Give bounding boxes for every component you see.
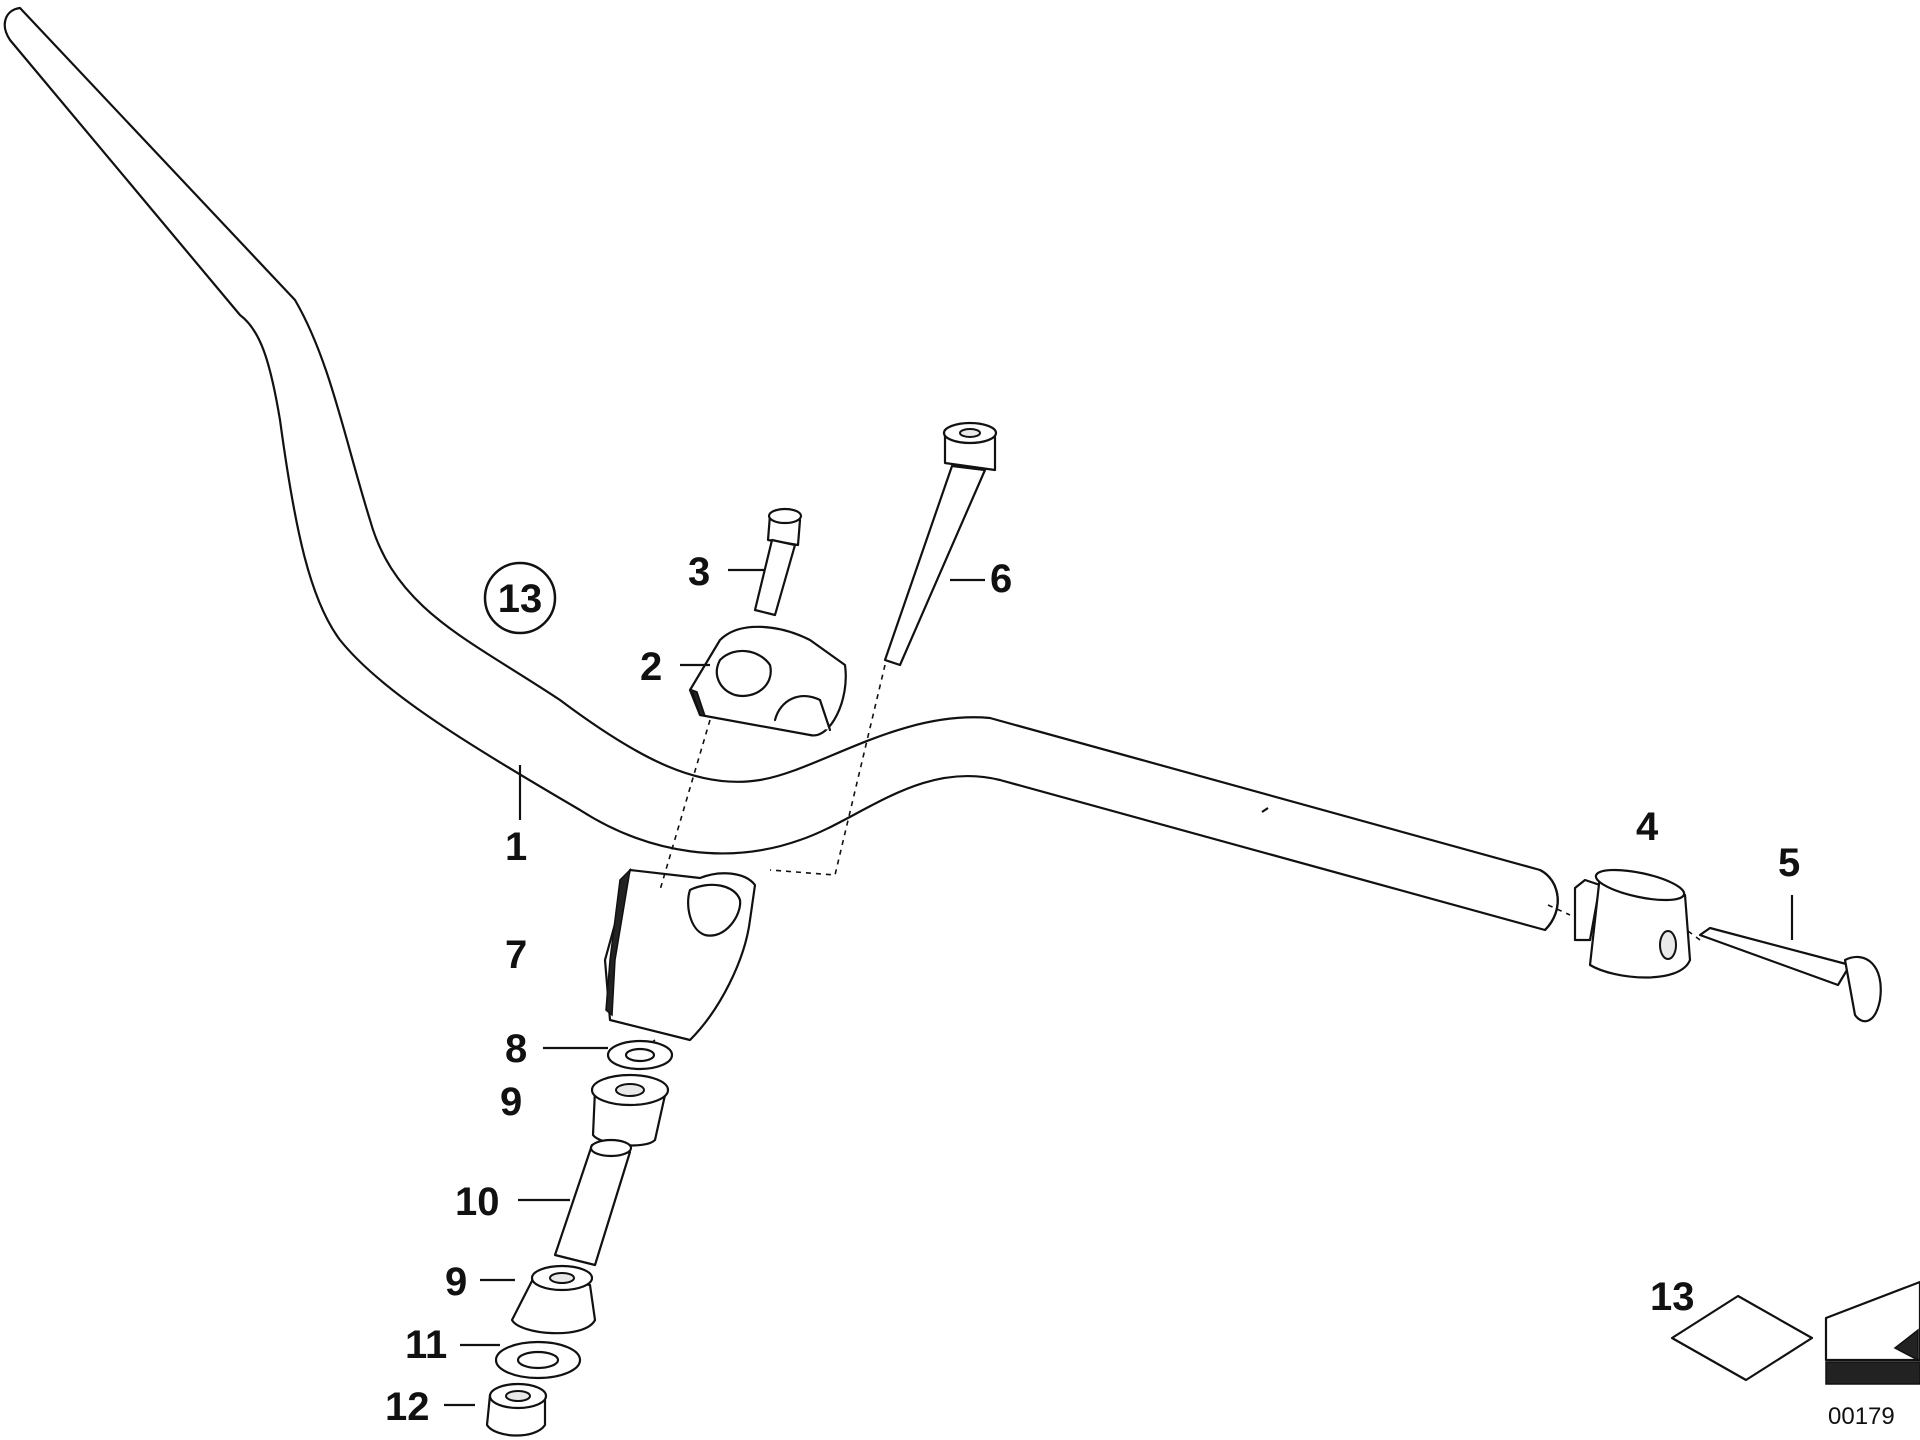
rubber-bush-upper <box>590 1073 670 1147</box>
handlebar-tube <box>3 6 1559 932</box>
short-bolt <box>753 507 803 617</box>
legend-sticker: 13 <box>1650 1275 1814 1382</box>
callout-12: 12 <box>385 1385 430 1429</box>
callout-3: 3 <box>688 550 710 594</box>
bar-end-weight <box>1573 868 1692 979</box>
nut <box>485 1382 548 1437</box>
callout-13-circled: 13 <box>483 561 557 635</box>
riser-clamp <box>603 867 757 1042</box>
washer-bottom <box>494 1340 582 1380</box>
legend-13-label: 13 <box>1650 1275 1695 1319</box>
assembly-line-weight <box>1547 904 1571 916</box>
sleeve <box>553 1138 633 1267</box>
callout-8: 8 <box>505 1027 527 1071</box>
clamp-upper <box>688 625 847 737</box>
callout-11: 11 <box>405 1323 447 1367</box>
sticker-icon <box>1670 1294 1814 1382</box>
callout-2: 2 <box>640 645 662 689</box>
long-bolt <box>883 421 998 667</box>
callout-9-upper: 9 <box>500 1080 522 1124</box>
corner-arrow-icon <box>1824 1280 1920 1385</box>
callout-6: 6 <box>990 557 1012 601</box>
washer-top <box>606 1039 674 1071</box>
callout-1: 1 <box>505 825 527 869</box>
assembly-line-bolt <box>769 664 886 876</box>
callout-10: 10 <box>455 1180 500 1224</box>
svg-text:13: 13 <box>498 577 543 621</box>
callout-5: 5 <box>1778 841 1800 885</box>
callout-7: 7 <box>505 933 527 977</box>
reference-number: 00179 <box>1828 1403 1895 1430</box>
end-screw <box>1698 926 1882 1023</box>
rubber-bush-lower <box>510 1264 597 1335</box>
callout-4: 4 <box>1636 805 1659 849</box>
callout-9-lower: 9 <box>445 1260 467 1304</box>
